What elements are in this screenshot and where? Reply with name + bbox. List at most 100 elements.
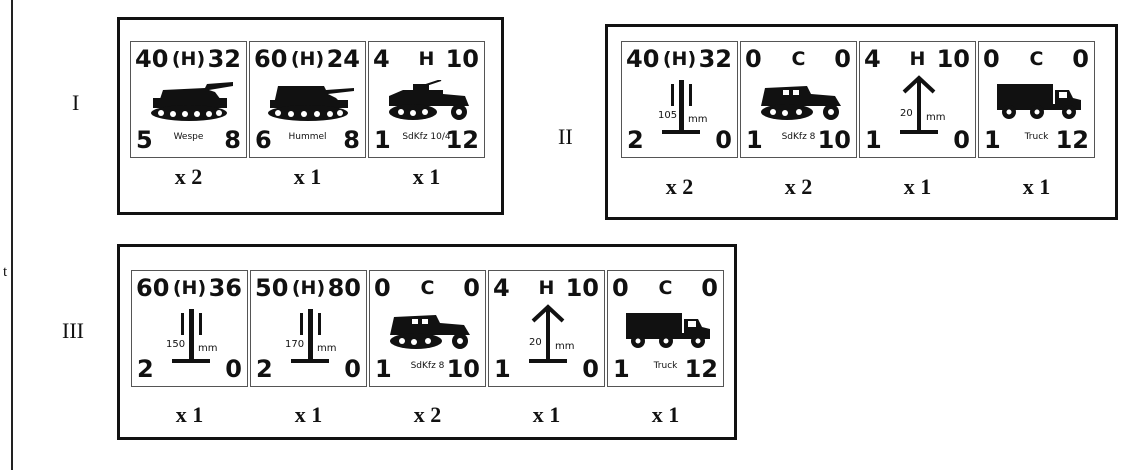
truck-icon — [997, 84, 1081, 119]
group-numeral: I — [72, 90, 80, 115]
group-numeral: II — [558, 124, 573, 149]
attack-value: 0 — [745, 45, 762, 73]
attack-type: C — [420, 277, 435, 299]
attack-type: C — [1029, 48, 1044, 70]
attack-type: H — [538, 277, 555, 299]
movement-value: 10 — [446, 355, 480, 383]
range-value: 10 — [565, 274, 599, 302]
attack-value: 4 — [864, 45, 881, 73]
counter-truck[interactable]: 0 C 0 Truck 1 12 — [978, 41, 1095, 158]
movement-value: 0 — [953, 126, 970, 154]
counter-150mm-howitzer[interactable]: 60 (H) 36 150 mm 2 0 — [131, 270, 248, 387]
movement-value: 0 — [582, 355, 599, 383]
caliber-value: 20 — [529, 337, 542, 348]
quantity-label: x 2 — [665, 174, 694, 199]
quantity-label: x 1 — [175, 402, 204, 427]
counter-170mm-gun[interactable]: 50 (H) 80 170 mm 2 0 — [250, 270, 367, 387]
defense-value: 1 — [375, 355, 392, 383]
group-numeral: III — [62, 318, 84, 343]
vehicle-name: Hummel — [288, 132, 327, 142]
defense-value: 5 — [136, 126, 153, 154]
caliber-unit: mm — [926, 112, 946, 123]
counter-sdkfz-8[interactable]: 0 C 0 SdKfz 8 1 10 — [740, 41, 857, 158]
defense-value: 1 — [746, 126, 763, 154]
quantity-label: x 2 — [413, 402, 442, 427]
range-value: 0 — [463, 274, 480, 302]
aa-gun-symbol-icon — [529, 304, 567, 363]
range-value: 32 — [698, 45, 732, 73]
halftrack-flak-icon — [389, 80, 469, 120]
quantity-label: x 1 — [903, 174, 932, 199]
attack-value: 0 — [983, 45, 1000, 73]
counter-sdkfz-10-4[interactable]: 4 H 10 SdKfz 10/4 1 12 — [368, 41, 485, 158]
quantity-label: x 1 — [412, 164, 441, 189]
movement-value: 8 — [343, 126, 360, 154]
counter-105mm-howitzer[interactable]: 40 (H) 32 105 mm 2 0 — [621, 41, 738, 158]
caliber-value: 170 — [285, 339, 305, 350]
attack-value: 4 — [493, 274, 510, 302]
vehicle-name: SdKfz 10/4 — [402, 132, 451, 142]
attack-type: (H) — [291, 277, 326, 299]
attack-type: (H) — [172, 277, 207, 299]
counter-wespe[interactable]: 40 (H) 32 Wespe 5 8 — [130, 41, 247, 158]
truck-icon — [626, 313, 710, 348]
vehicle-name: SdKfz 8 — [410, 361, 445, 371]
counter-hummel[interactable]: 60 (H) 24 Hummel 6 8 — [249, 41, 366, 158]
caliber-unit: mm — [198, 343, 218, 354]
artillery-symbol-icon — [172, 309, 210, 363]
defense-value: 2 — [137, 355, 154, 383]
defense-value: 1 — [494, 355, 511, 383]
halftrack-tractor-icon — [761, 86, 841, 120]
vehicle-name: Truck — [653, 361, 678, 371]
attack-type: C — [658, 277, 673, 299]
movement-value: 10 — [817, 126, 851, 154]
counter-20mm-flak[interactable]: 4 H 10 20 mm 1 0 — [859, 41, 976, 158]
defense-value: 1 — [865, 126, 882, 154]
attack-value: 60 — [136, 274, 170, 302]
vehicle-name: SdKfz 8 — [781, 132, 816, 142]
caliber-value: 20 — [900, 108, 913, 119]
halftrack-tractor-icon — [390, 315, 470, 349]
range-value: 0 — [834, 45, 851, 73]
artillery-symbol-icon — [662, 80, 700, 134]
spg-hummel-icon — [268, 86, 354, 121]
attack-value: 60 — [254, 45, 288, 73]
quantity-label: x 2 — [784, 174, 813, 199]
attack-type: (H) — [662, 48, 697, 70]
movement-value: 0 — [344, 355, 361, 383]
vehicle-name: Truck — [1024, 132, 1049, 142]
movement-value: 12 — [445, 126, 479, 154]
range-value: 0 — [701, 274, 718, 302]
quantity-label: x 1 — [1022, 174, 1051, 199]
caliber-value: 105 — [658, 110, 678, 121]
attack-value: 50 — [255, 274, 289, 302]
quantity-label: x 1 — [293, 164, 322, 189]
aa-gun-symbol-icon — [900, 75, 938, 134]
range-value: 0 — [1072, 45, 1089, 73]
page-edge-line — [11, 0, 13, 470]
attack-value: 4 — [373, 45, 390, 73]
movement-value: 0 — [225, 355, 242, 383]
attack-type: H — [909, 48, 926, 70]
movement-value: 12 — [1055, 126, 1089, 154]
attack-type: (H) — [290, 48, 325, 70]
counter-20mm-flak[interactable]: 4 H 10 20 mm 1 0 — [488, 270, 605, 387]
attack-type: C — [791, 48, 806, 70]
attack-value: 40 — [135, 45, 169, 73]
caliber-unit: mm — [555, 341, 575, 352]
vehicle-name: Wespe — [173, 132, 204, 142]
movement-value: 8 — [224, 126, 241, 154]
artillery-symbol-icon — [291, 309, 329, 363]
movement-value: 0 — [715, 126, 732, 154]
defense-value: 2 — [627, 126, 644, 154]
defense-value: 1 — [984, 126, 1001, 154]
caliber-unit: mm — [688, 114, 708, 125]
spg-wespe-icon — [151, 82, 233, 121]
defense-value: 6 — [255, 126, 272, 154]
counter-truck[interactable]: 0 C 0 Truck 1 12 — [607, 270, 724, 387]
quantity-label: x 1 — [651, 402, 680, 427]
counter-sdkfz-8[interactable]: 0 C 0 SdKfz 8 1 10 — [369, 270, 486, 387]
attack-value: 0 — [612, 274, 629, 302]
caliber-unit: mm — [317, 343, 337, 354]
defense-value: 1 — [374, 126, 391, 154]
